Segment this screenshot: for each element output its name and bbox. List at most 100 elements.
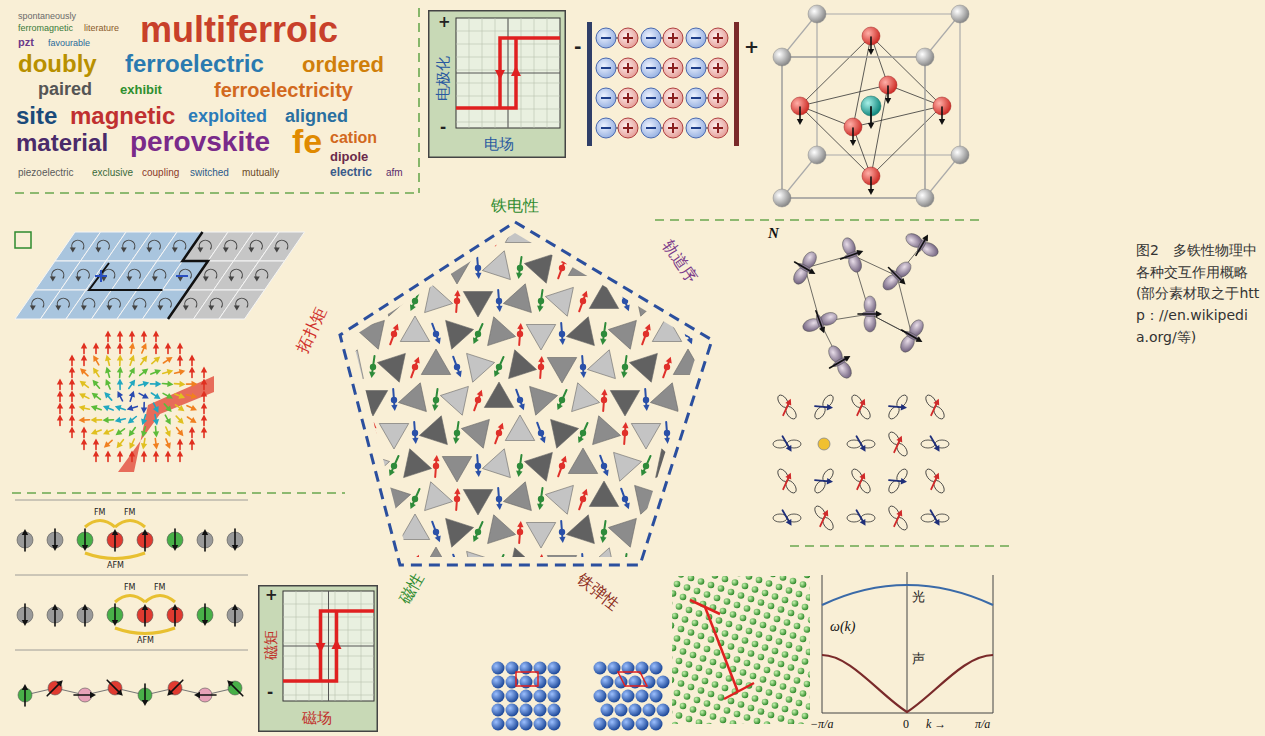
lattice-triangle (505, 415, 534, 441)
property-label: 轨道序 (660, 238, 701, 286)
loop-arrow (511, 66, 521, 76)
spin-shaft (708, 224, 711, 242)
spin-head (115, 417, 122, 423)
plot-label: 光 (912, 590, 925, 603)
spin-head (705, 438, 711, 444)
spin-shaft (894, 514, 900, 527)
lattice-triangle (694, 457, 723, 483)
atom-dot (800, 636, 807, 643)
lattice-triangle (341, 416, 369, 445)
exchange-arrow (115, 596, 145, 603)
atom-dot (708, 636, 715, 643)
positive-charge (618, 28, 638, 48)
atom-dot (728, 698, 735, 705)
negative-charge (596, 118, 616, 138)
spin-ball (433, 463, 439, 469)
lattice-triangle (383, 287, 411, 316)
word-cloud-word: spontaneously (18, 12, 76, 21)
atom-dot (672, 622, 674, 629)
spin-shaft (726, 393, 732, 410)
atom-sphere (534, 690, 547, 703)
atom-dot (798, 668, 805, 675)
atom-dot (746, 628, 753, 635)
atom-dot (684, 693, 691, 700)
atom-dot (762, 590, 769, 597)
spin-head (916, 336, 923, 342)
spin-ball (538, 364, 544, 370)
atom-sphere (492, 718, 505, 731)
spin-head (129, 442, 135, 449)
spin-head (456, 371, 462, 378)
spin-head (687, 338, 693, 345)
spin-head (165, 406, 171, 413)
polarization-hysteresis-panel: +-电极化电场 (428, 10, 566, 158)
orbital-outline (776, 393, 799, 421)
spin-ball (433, 265, 439, 271)
spin-head (725, 535, 731, 542)
lattice-triangle (614, 254, 642, 283)
vortex-head (177, 277, 183, 282)
vacancy-dot (818, 438, 830, 450)
lattice-triangle (425, 284, 453, 313)
spin-head (819, 327, 825, 334)
atom-dot (714, 595, 721, 602)
atom-dot (688, 684, 695, 691)
atom-dot (772, 593, 779, 600)
spin-head (868, 123, 874, 129)
vortex-head (157, 306, 163, 311)
spin-ball (433, 397, 439, 403)
spin-ball (538, 298, 544, 304)
atom-dot (800, 690, 807, 697)
lattice-triangle (524, 452, 552, 481)
spin-shaft (495, 426, 501, 443)
atom-dot (748, 705, 755, 712)
minus-symbol (691, 37, 701, 39)
atom-sphere (548, 704, 561, 717)
lattice-triangle (503, 284, 531, 313)
figure-caption: 图2 多铁性物理中各种交互作用概略(部分素材取之于http：//en.wikip… (1136, 240, 1260, 348)
orbital (800, 308, 839, 335)
spin-ball (538, 496, 544, 502)
spin-head (117, 379, 123, 385)
atom-sphere (594, 690, 607, 703)
atom-dot (798, 613, 805, 620)
spin-ball (496, 298, 502, 304)
vortex-head (197, 248, 203, 253)
atom-dot (680, 594, 687, 601)
atom-sphere (594, 662, 607, 675)
lattice-triangle (509, 350, 537, 379)
spin-head (116, 689, 123, 696)
zone-boundary (993, 575, 994, 713)
atom-dot (672, 600, 673, 607)
positive-charge (663, 58, 683, 78)
spin-head (412, 240, 418, 246)
spin-ball (706, 364, 712, 370)
spin-head (91, 417, 97, 423)
spin-ball (601, 397, 607, 403)
atom-dot (728, 589, 735, 596)
ferroelastic-lattice (672, 576, 810, 724)
spin-shaft (390, 327, 396, 344)
atom-dot (736, 576, 743, 577)
spin-head (622, 224, 628, 230)
spin-ball (475, 265, 481, 271)
spin-head (934, 445, 940, 452)
atom-dot (756, 631, 763, 638)
atom-sphere (622, 690, 635, 703)
atom-dot (792, 600, 799, 607)
atom-dot (672, 667, 678, 674)
atom-dot (740, 669, 747, 676)
spin-head (142, 529, 148, 535)
spin-head (435, 536, 441, 543)
phonon-dispersion (822, 572, 993, 713)
atom-sphere (534, 704, 547, 717)
spin-head (860, 445, 866, 452)
spin-ball (559, 463, 565, 469)
atom-dot (678, 680, 685, 687)
atom-dot (702, 623, 709, 630)
plot-area (456, 18, 560, 128)
spin-head (580, 372, 586, 378)
spin-head (896, 436, 902, 443)
spin-head (154, 356, 161, 362)
spin-ball (622, 298, 628, 304)
